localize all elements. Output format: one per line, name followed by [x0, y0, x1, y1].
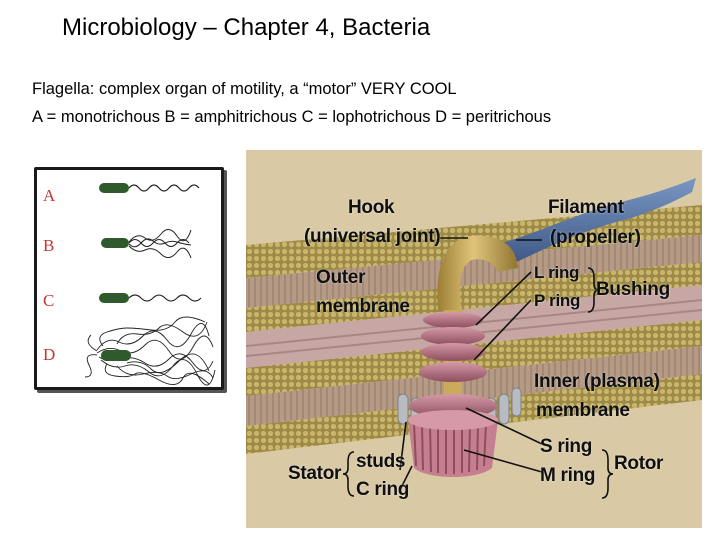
inner-membrane-label-1: Inner (plasma) [534, 371, 660, 392]
c-ring [408, 410, 498, 477]
bushing-label: Bushing [596, 279, 670, 300]
stator-label: Stator [288, 463, 342, 484]
outer-membrane-label-2: membrane [316, 296, 410, 317]
peritrichous-cell [84, 316, 216, 386]
s-ring-label: S ring [540, 436, 593, 457]
flagella-arrangement-diagram: A B C D [34, 167, 224, 390]
m-ring-label: M ring [540, 465, 596, 486]
filament-label: Filament [548, 197, 624, 218]
rotor-label: Rotor [614, 453, 664, 474]
flagellar-motor-illustration: Hook (universal joint) Filament (propell… [246, 150, 702, 528]
arrangement-drawing [84, 183, 216, 386]
monotrichous-cell [99, 183, 200, 193]
type-letter-a: A [43, 186, 56, 205]
amphitrichous-cell [101, 229, 192, 259]
label-braces [342, 267, 614, 499]
type-letter-b: B [43, 236, 55, 255]
flagella-types-legend: A = monotrichous B = amphitrichous C = l… [32, 108, 552, 126]
type-letter-c: C [43, 291, 55, 310]
lp-rings [419, 312, 487, 382]
type-letter-d: D [43, 345, 56, 364]
hook-label: Hook [348, 197, 395, 218]
p-ring-label: P ring [534, 291, 581, 310]
c-ring-label: C ring [356, 479, 410, 500]
flagella-description: Flagella: complex organ of motility, a “… [32, 80, 457, 98]
filament-sublabel: (propeller) [550, 227, 641, 248]
hook-sublabel: (universal joint) [304, 226, 441, 247]
motor-drawing [246, 150, 702, 528]
studs-label: studs [356, 451, 406, 472]
l-ring-label: L ring [534, 263, 580, 282]
inner-membrane-label-2: membrane [536, 400, 630, 421]
slide-title: Microbiology – Chapter 4, Bacteria [62, 14, 431, 41]
outer-membrane-label-1: Outer [316, 267, 366, 288]
lophotrichous-cell [99, 293, 202, 303]
leader-lines [399, 237, 543, 491]
